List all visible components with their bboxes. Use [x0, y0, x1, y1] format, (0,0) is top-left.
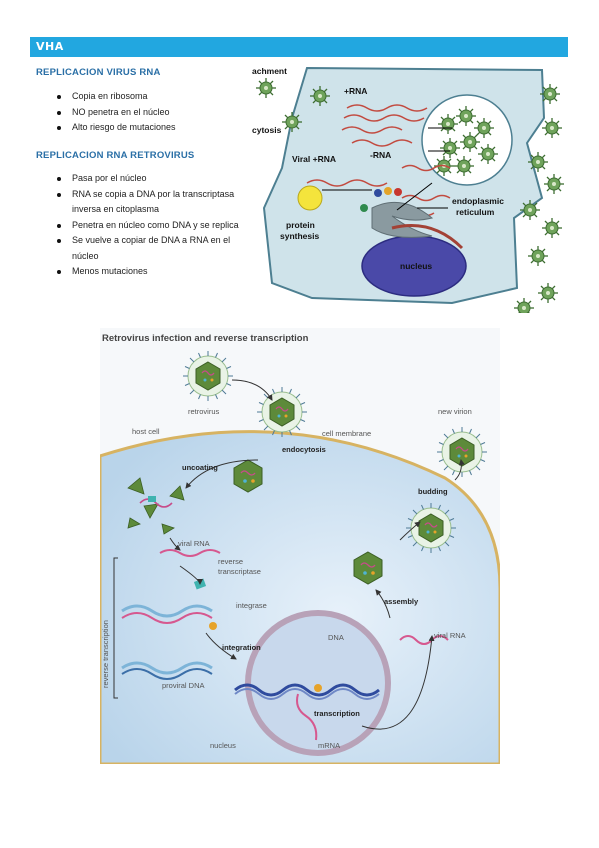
label-endoplasmic: endoplasmic: [452, 196, 504, 206]
label-nucleus: nucleus: [400, 261, 432, 271]
label-endocytosis: endocytosis: [282, 445, 326, 454]
list-item: Menos mutaciones: [44, 264, 254, 280]
list-item: Penetra en núcleo como DNA y se replica: [44, 218, 254, 234]
list-item: RNA se copia a DNA por la transcriptasa …: [44, 187, 254, 218]
label-cell-membrane: cell membrane: [322, 429, 371, 438]
nucleus-shape: [245, 610, 391, 756]
label-cytosis: cytosis: [252, 125, 282, 135]
label-retrovirus: retrovirus: [188, 407, 220, 416]
list-item: NO penetra en el núcleo: [44, 105, 254, 121]
label-budding: budding: [418, 487, 448, 496]
section-heading-retrovirus: REPLICACION RNA RETROVIRUS: [36, 150, 195, 161]
list-retrovirus: Pasa por el núcleo RNA se copia a DNA po…: [44, 171, 254, 280]
host-cell-membrane: [100, 430, 500, 764]
list-item: Se vuelve a copiar de DNA a RNA en el nú…: [44, 233, 254, 264]
label-mrna: mRNA: [318, 741, 340, 750]
label-viral-rna: viral RNA: [178, 539, 210, 548]
label-proviral-dna: proviral DNA: [162, 681, 205, 690]
label-uncoating: uncoating: [182, 463, 218, 472]
retrovirus-figure: Retrovirus infection and reverse transcr…: [100, 328, 500, 764]
label-nucleus: nucleus: [210, 741, 236, 750]
label-integrase: integrase: [236, 601, 267, 610]
label-viral-rna: Viral +RNA: [292, 154, 336, 164]
label-reverse-transcription: reverse transcription: [101, 620, 110, 688]
label-viral-rna-2: viral RNA: [434, 631, 466, 640]
label-attachment: achment: [252, 66, 287, 76]
label-new-virion: new virion: [438, 407, 472, 416]
label-plus-rna: +RNA: [344, 86, 367, 96]
label-minus-rna: -RNA: [370, 150, 391, 160]
label-transcription: transcription: [314, 709, 360, 718]
label-integration: integration: [222, 643, 261, 652]
list-item: Alto riesgo de mutaciones: [44, 120, 254, 136]
section-heading-rna-virus: REPLICACION VIRUS RNA: [36, 67, 161, 78]
label-dna: DNA: [328, 633, 344, 642]
label-protein: protein: [286, 220, 315, 230]
label-reticulum: reticulum: [456, 207, 495, 217]
label-host-cell: host cell: [132, 427, 160, 436]
header-title: VHA: [36, 40, 64, 53]
rna-virus-figure: achment +RNA cytosis Viral +RNA -RNA pro…: [252, 66, 565, 313]
label-synthesis: synthesis: [280, 231, 319, 241]
label-transcriptase: transcriptase: [218, 567, 261, 576]
label-reverse: reverse: [218, 557, 243, 566]
label-assembly: assembly: [384, 597, 419, 606]
list-rna-virus: Copia en ribosoma NO penetra en el núcle…: [44, 89, 254, 136]
list-item: Pasa por el núcleo: [44, 171, 254, 187]
figure2-title: Retrovirus infection and reverse transcr…: [102, 333, 309, 344]
header-banner: VHA: [30, 37, 568, 57]
list-item: Copia en ribosoma: [44, 89, 254, 105]
